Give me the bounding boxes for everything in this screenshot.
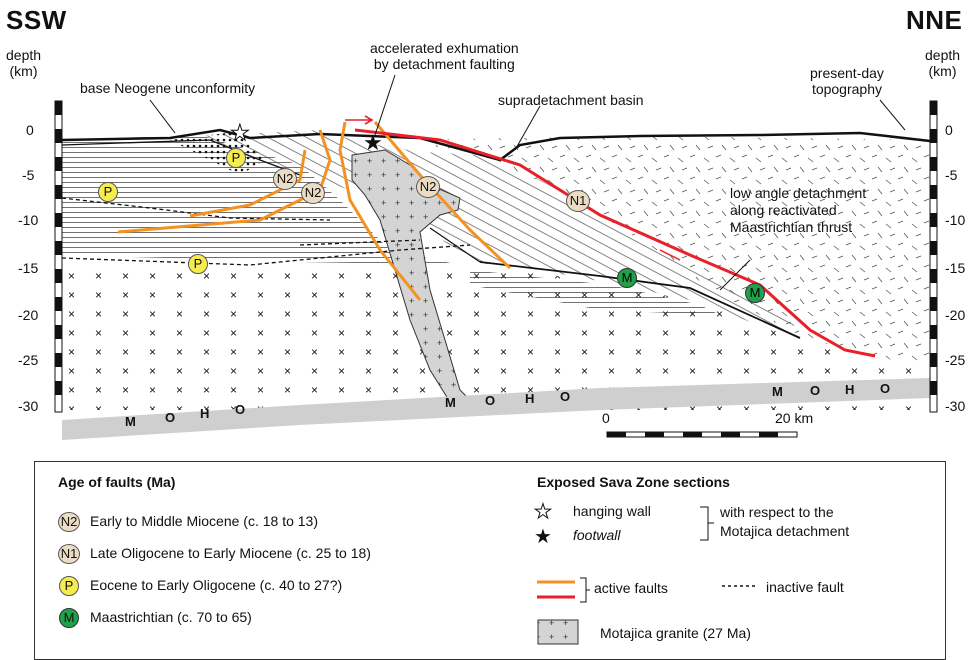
legend-badge-n1: N1 [58, 544, 80, 564]
annotation-base-neogene: base Neogene unconformity [80, 80, 256, 96]
depth-tick-right: -25 [945, 352, 966, 368]
depth-tick-left: -5 [22, 167, 35, 183]
moho-letter: H [845, 382, 855, 397]
fault-badge-p: P [188, 254, 208, 274]
moho-letter: O [235, 402, 246, 417]
depth-scale-right [929, 100, 938, 413]
depth-tick-left: -15 [18, 260, 39, 276]
legend-badge-p: P [59, 576, 79, 596]
legend-footwall: footwall [573, 527, 621, 543]
fault-badge-m: M [745, 283, 765, 303]
scale-end: 20 km [775, 410, 814, 426]
legend-hanging-wall-star-icon: ★ [534, 499, 552, 523]
hanging-wall-block [200, 130, 800, 340]
moho-letter: H [200, 406, 210, 421]
footwall-star-icon: ★ [363, 131, 383, 156]
fault-badge-n1: N1 [566, 190, 590, 212]
depth-tick-right: -5 [945, 167, 958, 183]
hanging-wall-star-icon: ★ [230, 121, 250, 146]
direction-nne: NNE [906, 5, 963, 35]
annotation-low-angle-detachment: low angle detachment along reactivated M… [730, 185, 867, 235]
legend-age-m: Maastrichtian (c. 70 to 65) [90, 609, 252, 625]
fault-badge-p: P [98, 182, 118, 202]
depth-tick-right: 0 [945, 122, 953, 138]
depth-scale-left [54, 100, 63, 413]
moho-letter: O [165, 410, 176, 425]
annotation-accelerated-exhumation: accelerated exhumation by detachment fau… [370, 40, 519, 72]
legend-badge-n2: N2 [58, 512, 80, 532]
legend-granite: Motajica granite (27 Ma) [600, 625, 751, 641]
detachment-fault-red [354, 128, 876, 358]
annotation-supradetachment-basin: supradetachment basin [498, 92, 644, 108]
active-fault-orange-3 [338, 121, 422, 301]
supradetachment-fill [400, 136, 930, 365]
legend-hanging-wall: hanging wall [573, 503, 651, 519]
annotation-present-topography: present-day topography [810, 65, 884, 97]
scale-start: 0 [602, 410, 610, 426]
depth-tick-right: -20 [945, 307, 966, 323]
legend-inactive-fault: inactive fault [766, 579, 844, 595]
active-fault-orange-4 [373, 121, 512, 270]
scale-bar [606, 431, 798, 438]
moho-band [62, 378, 930, 440]
moho-letter: O [560, 389, 571, 404]
legend-age-p: Eocene to Early Oligocene (c. 40 to 27?) [90, 577, 343, 593]
depth-tick-left: -30 [18, 398, 39, 414]
fault-badge-p: P [226, 148, 246, 168]
depth-tick-left: -10 [18, 212, 39, 228]
legend-age-n2: Early to Middle Miocene (c. 18 to 13) [90, 513, 318, 529]
depth-tick-left: -25 [18, 352, 39, 368]
moho-letter: M [772, 384, 783, 399]
depth-label-left: depth (km) [6, 47, 42, 79]
moho-letter: M [445, 395, 456, 410]
fault-badge-n2: N2 [416, 176, 440, 198]
moho-letter: O [810, 383, 821, 398]
legend-age-n1: Late Oligocene to Early Miocene (c. 25 t… [90, 545, 371, 561]
legend-left-title: Age of faults (Ma) [58, 474, 176, 490]
moho-letter: M [125, 414, 136, 429]
fault-badge-n2: N2 [273, 168, 297, 190]
depth-tick-left: 0 [26, 122, 34, 138]
active-fault-orange-2 [189, 149, 307, 218]
moho-letter: H [525, 391, 535, 406]
legend-detachment-note: with respect to the Motajica detachment [720, 504, 850, 539]
depth-tick-left: -20 [18, 307, 39, 323]
legend-badge-m: M [59, 608, 79, 628]
depth-tick-right: -30 [945, 398, 966, 414]
fault-badge-n2: N2 [301, 182, 325, 204]
legend-right-title: Exposed Sava Zone sections [537, 474, 730, 490]
legend-active-faults: active faults [594, 580, 668, 596]
legend-footwall-star-icon: ★ [534, 524, 552, 548]
depth-label-right: depth (km) [925, 47, 961, 79]
moho-letter: O [880, 381, 891, 396]
direction-ssw: SSW [6, 5, 67, 35]
moho-letter: O [485, 393, 496, 408]
depth-tick-right: -15 [945, 260, 966, 276]
depth-tick-right: -10 [945, 212, 966, 228]
fault-badge-m: M [617, 268, 637, 288]
